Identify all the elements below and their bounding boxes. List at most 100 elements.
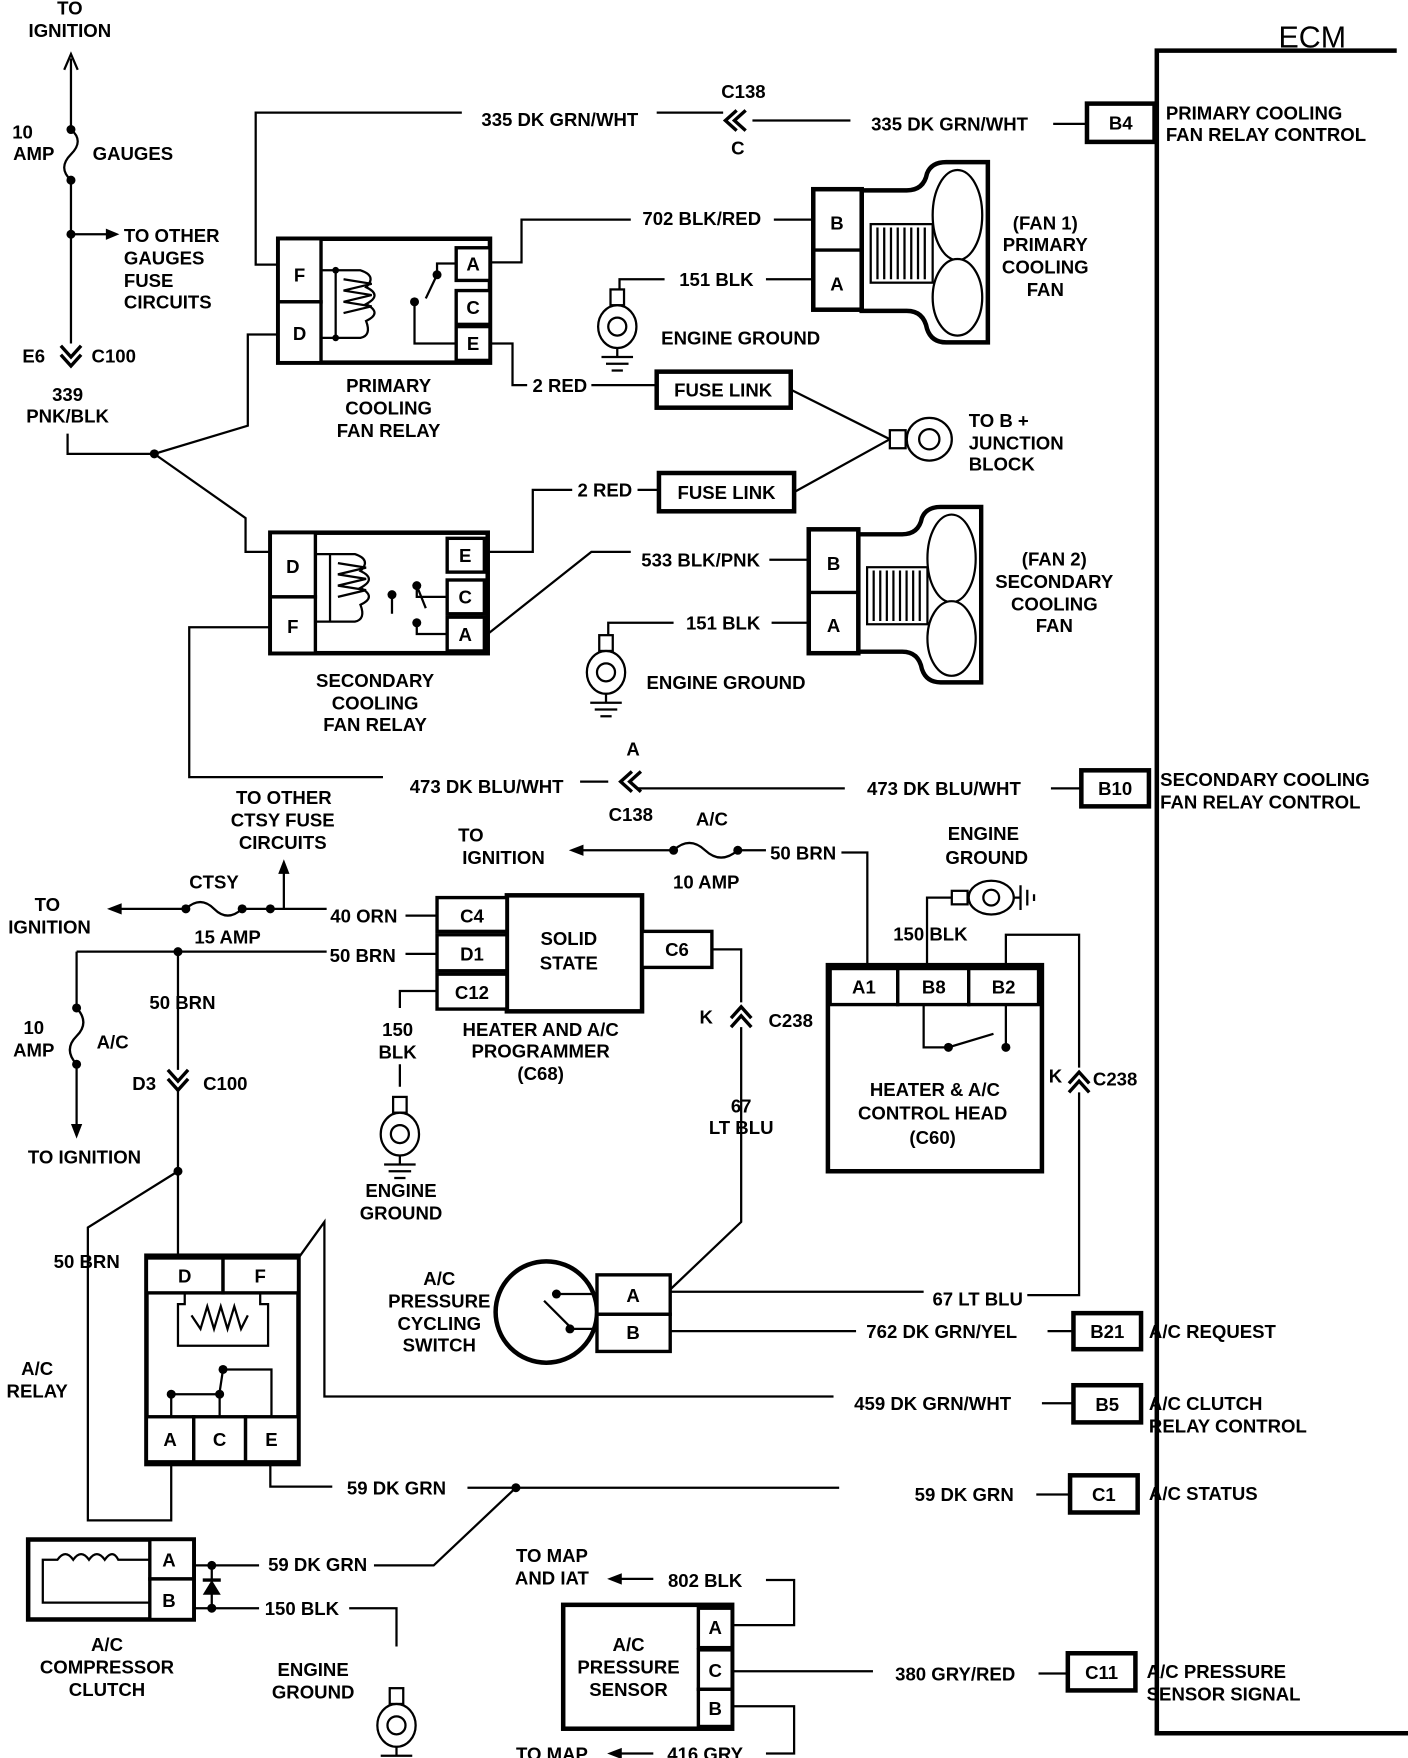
primary-cooling-fan: B A (FAN 1) PRIMARY COOLING FAN bbox=[811, 162, 1089, 342]
svg-text:C238: C238 bbox=[1093, 1069, 1137, 1090]
svg-text:GAUGES: GAUGES bbox=[124, 248, 205, 269]
svg-text:C6: C6 bbox=[665, 939, 689, 960]
ecm-pin-b5: B5 A/C CLUTCH RELAY CONTROL bbox=[1071, 1382, 1307, 1437]
svg-text:A: A bbox=[163, 1429, 176, 1450]
svg-text:339: 339 bbox=[52, 384, 83, 405]
svg-text:CIRCUITS: CIRCUITS bbox=[124, 292, 212, 313]
svg-text:50 BRN: 50 BRN bbox=[149, 992, 215, 1013]
svg-text:C: C bbox=[709, 1660, 722, 1681]
svg-text:ENGINE: ENGINE bbox=[948, 823, 1019, 844]
secondary-cooling-fan: B A (FAN 2) SECONDARY COOLING FAN bbox=[806, 507, 1114, 682]
svg-text:B4: B4 bbox=[1109, 113, 1133, 134]
svg-text:C1: C1 bbox=[1092, 1484, 1116, 1505]
ac-fuse: TO IGNITION A/C 10 AMP 50 BRN bbox=[458, 809, 869, 966]
svg-text:COOLING: COOLING bbox=[1002, 257, 1089, 278]
svg-text:PRESSURE: PRESSURE bbox=[388, 1291, 490, 1312]
ac-pressure-cycling-switch: A B A/C PRESSURE CYCLING SWITCH 67 LT BL… bbox=[388, 1259, 1074, 1365]
svg-text:40 ORN: 40 ORN bbox=[330, 905, 397, 926]
svg-text:IGNITION: IGNITION bbox=[8, 917, 91, 938]
svg-text:473 DK BLU/WHT: 473 DK BLU/WHT bbox=[867, 778, 1021, 799]
svg-text:151 BLK: 151 BLK bbox=[679, 269, 754, 290]
svg-text:C4: C4 bbox=[460, 905, 484, 926]
svg-text:FAN RELAY CONTROL: FAN RELAY CONTROL bbox=[1160, 792, 1360, 813]
svg-text:RELAY CONTROL: RELAY CONTROL bbox=[1149, 1416, 1307, 1437]
svg-text:K: K bbox=[700, 1007, 714, 1028]
ecm-boundary bbox=[1154, 48, 1408, 1736]
svg-text:COOLING: COOLING bbox=[345, 397, 432, 418]
svg-text:STATE: STATE bbox=[540, 953, 598, 974]
secondary-cooling-fan-relay: D F E C A SECONDARY COOLING FAN RELAY bbox=[268, 530, 490, 735]
svg-text:GROUND: GROUND bbox=[945, 847, 1028, 868]
svg-text:B5: B5 bbox=[1095, 1394, 1119, 1415]
svg-text:C238: C238 bbox=[769, 1010, 813, 1031]
svg-text:D: D bbox=[293, 323, 306, 344]
svg-text:F: F bbox=[287, 616, 298, 637]
svg-text:FAN: FAN bbox=[1036, 615, 1073, 636]
svg-text:COMPRESSOR: COMPRESSOR bbox=[40, 1657, 175, 1678]
primary-cooling-fan-relay: F D A C E PRIMARY COOLING FAN RELAY bbox=[275, 236, 493, 441]
svg-text:A/C REQUEST: A/C REQUEST bbox=[1149, 1321, 1277, 1342]
svg-text:150 BLK: 150 BLK bbox=[893, 923, 968, 944]
gauges-fuse-circuit: TO IGNITION 10 AMP GAUGES TO OTHER GAUGE… bbox=[12, 0, 279, 553]
svg-text:A/C PRESSURE: A/C PRESSURE bbox=[1147, 1661, 1286, 1682]
svg-text:335 DK GRN/WHT: 335 DK GRN/WHT bbox=[481, 109, 639, 130]
svg-text:PRIMARY: PRIMARY bbox=[1003, 234, 1089, 255]
svg-text:A: A bbox=[626, 1285, 639, 1306]
svg-text:TO MAP: TO MAP bbox=[516, 1545, 588, 1566]
svg-text:RELAY: RELAY bbox=[7, 1381, 69, 1402]
svg-text:TO MAP: TO MAP bbox=[516, 1743, 588, 1758]
svg-text:416 GRY: 416 GRY bbox=[667, 1743, 743, 1758]
svg-text:A/C: A/C bbox=[696, 809, 728, 830]
svg-text:TO: TO bbox=[458, 824, 483, 845]
svg-text:C100: C100 bbox=[203, 1073, 247, 1094]
svg-text:FUSE LINK: FUSE LINK bbox=[674, 379, 773, 400]
wire-473: 473 DK BLU/WHT A C138 473 DK BLU/WHT bbox=[188, 626, 1082, 825]
svg-text:C: C bbox=[213, 1429, 226, 1450]
svg-text:(C68): (C68) bbox=[517, 1063, 563, 1084]
svg-text:A: A bbox=[830, 274, 843, 295]
svg-text:IGNITION: IGNITION bbox=[462, 847, 545, 868]
svg-text:CTSY: CTSY bbox=[189, 872, 239, 893]
ground-icon bbox=[596, 288, 638, 372]
svg-text:C: C bbox=[458, 587, 471, 608]
svg-text:B10: B10 bbox=[1098, 778, 1132, 799]
svg-text:2 RED: 2 RED bbox=[578, 480, 633, 501]
svg-text:FUSE LINK: FUSE LINK bbox=[677, 482, 776, 503]
svg-text:FAN RELAY: FAN RELAY bbox=[323, 714, 427, 735]
svg-text:A: A bbox=[709, 1617, 722, 1638]
ac-pressure-sensor: A C B A/C PRESSURE SENSOR TO MAP AND IAT… bbox=[515, 1545, 1068, 1758]
svg-text:D3: D3 bbox=[132, 1073, 156, 1094]
svg-text:59 DK GRN: 59 DK GRN bbox=[915, 1484, 1014, 1505]
svg-text:B: B bbox=[830, 213, 843, 234]
svg-text:FAN RELAY CONTROL: FAN RELAY CONTROL bbox=[1166, 124, 1366, 145]
svg-text:D: D bbox=[286, 556, 299, 577]
svg-text:CONTROL HEAD: CONTROL HEAD bbox=[858, 1102, 1007, 1123]
svg-text:F: F bbox=[294, 265, 305, 286]
svg-text:JUNCTION: JUNCTION bbox=[969, 432, 1064, 453]
svg-text:50 BRN: 50 BRN bbox=[770, 842, 836, 863]
svg-text:C138: C138 bbox=[609, 804, 653, 825]
svg-text:CIRCUITS: CIRCUITS bbox=[239, 832, 327, 853]
svg-text:B: B bbox=[626, 1322, 639, 1343]
svg-text:A/C: A/C bbox=[91, 1634, 123, 1655]
svg-text:A: A bbox=[458, 624, 471, 645]
svg-text:TO: TO bbox=[35, 894, 60, 915]
svg-text:702 BLK/RED: 702 BLK/RED bbox=[642, 208, 761, 229]
svg-text:SWITCH: SWITCH bbox=[403, 1334, 476, 1355]
svg-text:PRESSURE: PRESSURE bbox=[577, 1657, 679, 1678]
svg-text:E: E bbox=[265, 1429, 277, 1450]
svg-text:SOLID: SOLID bbox=[540, 928, 597, 949]
svg-text:67 LT BLU: 67 LT BLU bbox=[932, 1288, 1023, 1309]
svg-text:SECONDARY: SECONDARY bbox=[316, 670, 435, 691]
svg-text:335 DK GRN/WHT: 335 DK GRN/WHT bbox=[871, 114, 1029, 135]
svg-text:SENSOR SIGNAL: SENSOR SIGNAL bbox=[1147, 1684, 1301, 1705]
svg-text:ENGINE: ENGINE bbox=[365, 1180, 436, 1201]
ground-icon bbox=[950, 879, 1036, 916]
svg-text:59 DK GRN: 59 DK GRN bbox=[268, 1554, 367, 1575]
svg-text:COOLING: COOLING bbox=[1011, 593, 1098, 614]
ground-icon bbox=[376, 1687, 417, 1758]
svg-text:SENSOR: SENSOR bbox=[589, 1679, 668, 1700]
svg-text:A/C CLUTCH: A/C CLUTCH bbox=[1149, 1393, 1263, 1414]
svg-text:ENGINE GROUND: ENGINE GROUND bbox=[647, 672, 806, 693]
